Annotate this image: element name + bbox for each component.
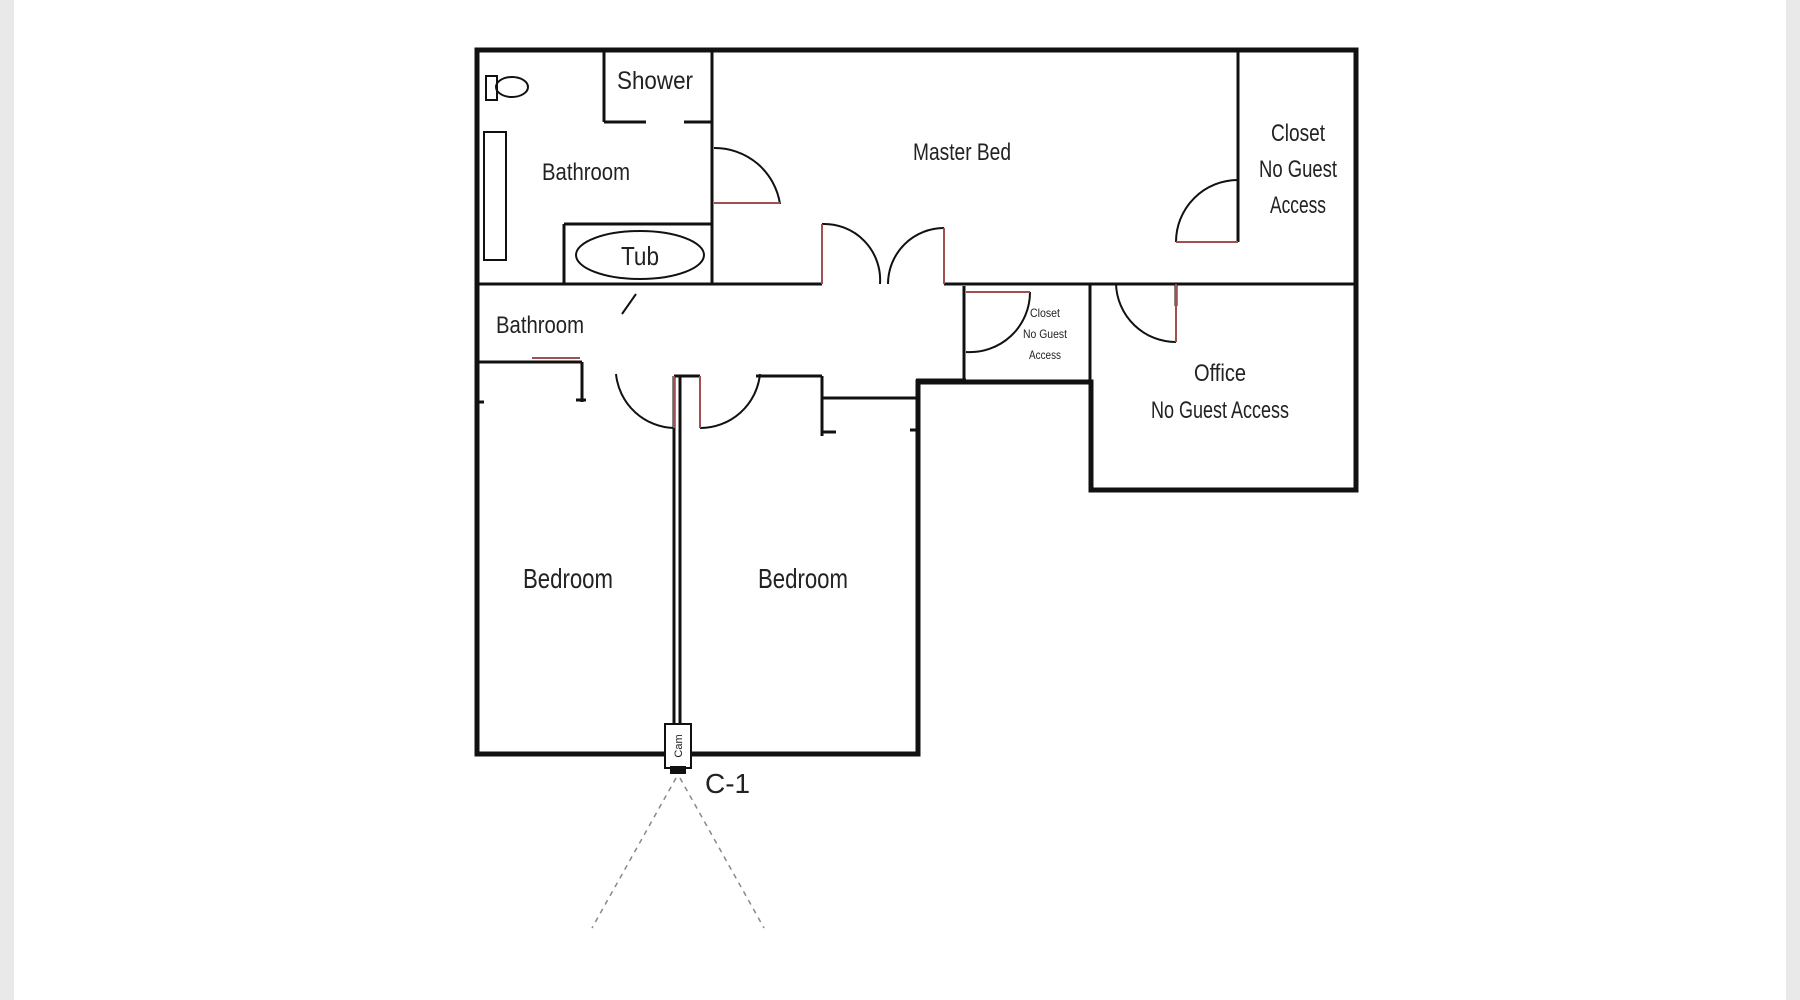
- label-closet-small-2: No Guest: [1023, 327, 1068, 341]
- tub-icon: [575, 230, 705, 280]
- label-closet-master-3: Access: [1270, 192, 1326, 219]
- label-master-bed: Master Bed: [913, 139, 1011, 166]
- interior-walls: [479, 52, 1354, 730]
- label-shower: Shower: [617, 67, 693, 95]
- vanity-counter: [483, 131, 507, 261]
- room-labels: Shower Bathroom Tub Master Bed Closet No…: [496, 67, 1337, 594]
- label-office-1: Office: [1194, 360, 1246, 387]
- toilet-bowl-icon: [495, 76, 529, 98]
- document-sheet: [14, 0, 1786, 1000]
- camera-label: C-1: [705, 768, 750, 799]
- label-closet-master-2: No Guest: [1259, 156, 1337, 183]
- camera-icon-text: Cam: [673, 734, 685, 757]
- label-closet-small-3: Access: [1029, 348, 1061, 362]
- door-jambs: [532, 202, 1238, 428]
- label-bathroom-hall: Bathroom: [496, 312, 584, 339]
- door-swings: [615, 146, 1239, 430]
- bathroom-fixtures: [483, 75, 705, 280]
- label-office-2: No Guest Access: [1151, 397, 1289, 424]
- camera-fov-left: [591, 777, 677, 929]
- label-bathroom-upper: Bathroom: [542, 159, 630, 186]
- label-closet-small-1: Closet: [1030, 306, 1061, 320]
- label-bedroom-right: Bedroom: [758, 563, 848, 594]
- label-closet-master-1: Closet: [1271, 120, 1325, 147]
- label-bedroom-left: Bedroom: [523, 563, 613, 594]
- camera-c1: Cam C-1: [591, 723, 765, 929]
- camera-fov-right: [679, 777, 765, 929]
- label-tub: Tub: [621, 241, 659, 271]
